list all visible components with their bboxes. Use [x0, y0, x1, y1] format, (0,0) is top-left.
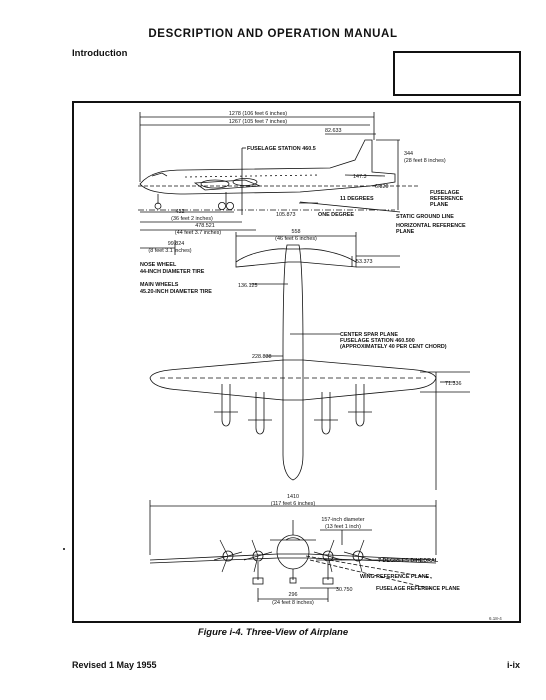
label-fuselage-station: FUSELAGE STATION 460.5 — [247, 146, 316, 152]
side-hstab — [344, 174, 386, 177]
label-228-838: 228.838 — [252, 354, 272, 360]
label-147-3: 147.3 — [353, 174, 367, 180]
label-71-336: 71.336 — [445, 381, 462, 387]
label-static-ground: STATIC GROUND LINE — [396, 214, 454, 220]
label-136-125: 136.125 — [238, 283, 258, 289]
label-length-2: 1267 (105 feet 7 inches) — [229, 119, 287, 125]
stray-mark — [63, 548, 65, 550]
side-window-row — [184, 174, 321, 178]
label-82-633: 82.633 — [325, 128, 342, 134]
label-478-521: 478.521 — [195, 223, 215, 229]
side-view — [138, 112, 420, 255]
figure-frame — [72, 101, 521, 623]
label-fuselage-ref-b: REFERENCE — [430, 196, 464, 202]
section-label: Introduction — [72, 48, 128, 59]
three-view-drawing: 1278 (106 feet 6 inches) 1267 (105 feet … — [138, 111, 470, 606]
label-prop-dia: 157-inch diameter — [321, 517, 364, 523]
stamp-box — [393, 51, 521, 96]
top-fuselage — [282, 244, 304, 481]
frame-top-rule — [72, 101, 521, 103]
label-558: 558 — [292, 229, 301, 235]
label-horizontal-ref-a: HORIZONTAL REFERENCE — [396, 223, 466, 229]
top-view-labels: 558 (46 feet 6 inches) 53.373 136.125 NO… — [140, 229, 462, 387]
manual-title: DESCRIPTION AND OPERATION MANUAL — [148, 28, 398, 40]
side-cockpit — [151, 172, 168, 177]
label-horizontal-ref-b: PLANE — [396, 229, 415, 235]
label-99-824-ft: (8 feet 3.1 inches) — [148, 248, 191, 254]
label-main-wheels: MAIN WHEELS — [140, 282, 179, 288]
front-props — [213, 539, 373, 573]
label-height-ft: (28 feet 8 inches) — [404, 158, 446, 164]
label-fuselage-ref: FUSELAGE REFERENCE PLANE — [376, 586, 460, 592]
label-length-1: 1278 (106 feet 6 inches) — [229, 111, 287, 117]
label-6-820: 6.820 — [375, 184, 389, 190]
front-view-labels: 1410 (117 feet 6 inches) 157-inch diamet… — [271, 494, 460, 606]
top-htail — [235, 248, 357, 268]
top-view — [149, 232, 470, 490]
front-view — [149, 500, 437, 602]
label-nose-wheel-tire: 44-INCH DIAMETER TIRE — [140, 269, 205, 275]
label-nose-wheel: NOSE WHEEL — [140, 262, 177, 268]
front-wing — [149, 553, 437, 561]
label-wing-ref: WING REFERENCE PLANE — [360, 574, 430, 580]
label-prop-dia-ft: (13 feet 1 inch) — [325, 524, 361, 530]
page-number: i-ix — [506, 660, 520, 670]
label-11-degrees: 11 DEGREES — [340, 196, 374, 202]
revision-date: Revised 1 May 1955 — [72, 660, 157, 670]
label-30-750: 30.750 — [336, 587, 353, 593]
label-fuselage-ref-a: FUSELAGE — [430, 190, 460, 196]
label-1410-ft: (117 feet 6 inches) — [271, 501, 315, 507]
frame-bottom-rule — [72, 621, 521, 623]
label-105-873: 105.873 — [276, 212, 296, 218]
side-view-labels: 1278 (106 feet 6 inches) 1267 (105 feet … — [148, 111, 466, 254]
label-1410: 1410 — [287, 494, 299, 500]
label-center-spar-station: FUSELAGE STATION 460.500 — [340, 338, 415, 344]
label-main-wheels-tire: 45.20-INCH DIAMETER TIRE — [140, 289, 212, 295]
plate-number: 6.18-4 — [489, 616, 502, 621]
label-dihedral: 7 DEGREES DIHEDRAL — [378, 558, 439, 564]
label-432-ft: (36 feet 2 inches) — [171, 216, 213, 222]
label-296: 296 — [289, 592, 298, 598]
label-one-degree: ONE DEGREE — [318, 212, 354, 218]
label-center-spar-chord: (APPROXIMATELY 40 PER CENT CHORD) — [340, 344, 447, 350]
label-478-521-ft: (44 feet 3.7 inches) — [175, 230, 221, 236]
label-center-spar: CENTER SPAR PLANE — [340, 332, 398, 338]
label-296-ft: (24 feet 8 inches) — [272, 600, 314, 606]
label-53-373: 53.373 — [356, 259, 373, 265]
side-fuselage — [139, 139, 396, 195]
label-99-824: 99.824 — [168, 241, 185, 247]
label-height: 344 — [404, 151, 413, 157]
label-fuselage-ref-c: PLANE — [430, 202, 449, 208]
label-558-ft: (46 feet 6 inches) — [275, 236, 317, 242]
figure-caption: Figure i-4. Three-View of Airplane — [197, 627, 349, 638]
top-wing — [149, 359, 437, 401]
label-432: 432 — [176, 209, 185, 215]
